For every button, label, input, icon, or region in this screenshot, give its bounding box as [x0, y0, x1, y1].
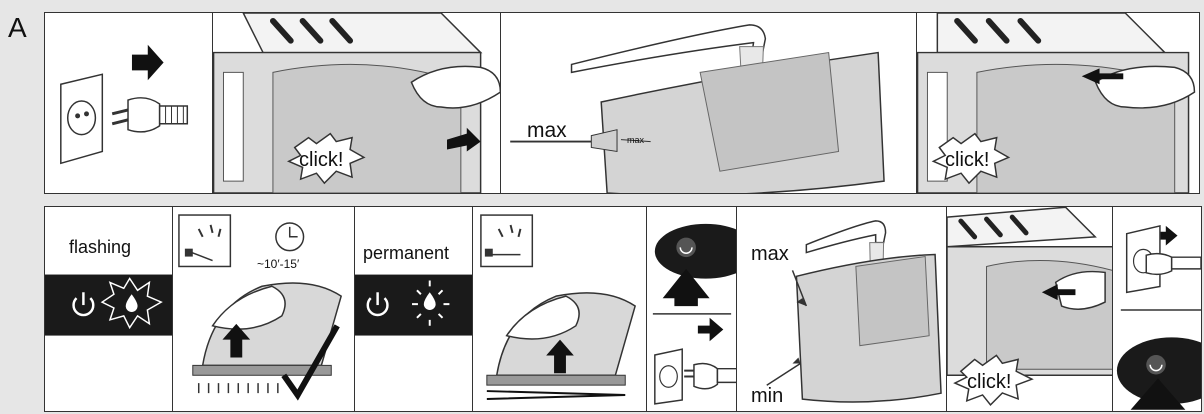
- socket-icon: [60, 73, 104, 165]
- hand-illustration: [1054, 270, 1106, 310]
- click-burst: [953, 354, 1034, 406]
- arrow-left-icon: [1041, 284, 1076, 301]
- step-fill-max-panel: max max: [500, 12, 918, 194]
- iron-cooling-panel: ~10′-15′: [172, 206, 356, 412]
- flashing-status-panel: flashing: [44, 206, 174, 412]
- reinsert-tank-panel: click!: [946, 206, 1114, 412]
- min-pointer: [766, 357, 801, 386]
- water-drop-icon: [412, 280, 450, 326]
- step-insert-tank-panel: click!: [916, 12, 1200, 194]
- arrow-up-icon: [222, 323, 251, 358]
- iron-steam-panel: [472, 206, 648, 412]
- power-button: [654, 223, 737, 279]
- step-remove-tank-panel: click!: [212, 12, 502, 194]
- permanent-status-panel: permanent: [354, 206, 474, 412]
- arrow-up-icon: [1130, 378, 1186, 410]
- max-pointer: [791, 270, 808, 307]
- arrow-left-icon: [1156, 225, 1178, 246]
- plug-icon: [1145, 252, 1201, 276]
- max-pointer: [510, 129, 651, 153]
- step-unplug-panel: [44, 12, 214, 194]
- click-label: click!: [967, 371, 1012, 393]
- power-icon: [72, 292, 95, 317]
- click-label: click!: [945, 149, 990, 171]
- tank-max-mark: max: [627, 135, 645, 145]
- steam-station-illustration: [213, 13, 501, 193]
- refill-tank-panel: max min: [736, 206, 948, 412]
- arrow-left-icon: [1081, 68, 1124, 85]
- gauge-icon: [178, 214, 232, 268]
- clock-icon: [275, 222, 305, 252]
- click-burst: [286, 132, 366, 185]
- water-tank: [600, 51, 885, 193]
- plug-in-power-panel: [1112, 206, 1202, 412]
- arrow-right-icon: [131, 44, 164, 81]
- water-drop-icon: [100, 277, 163, 330]
- check-icon: [281, 324, 340, 401]
- iron-icon: [486, 292, 636, 400]
- click-label: click!: [299, 149, 344, 171]
- arrow-up-icon: [662, 268, 710, 307]
- max-label: max: [751, 243, 789, 265]
- flashing-label: flashing: [69, 237, 132, 257]
- press-and-unplug-panel: [646, 206, 738, 412]
- plug-icon: [684, 362, 737, 390]
- min-label: min: [751, 385, 784, 407]
- power-button: [1116, 337, 1201, 404]
- iron-icon: [192, 282, 343, 394]
- power-icon: [366, 292, 389, 317]
- gauge-icon: [480, 214, 534, 268]
- arrow-right-icon: [697, 317, 724, 342]
- max-label: max: [527, 119, 567, 142]
- socket-icon: [1125, 224, 1161, 294]
- click-burst: [931, 132, 1011, 185]
- arrow-right-icon: [447, 127, 481, 152]
- section-label: A: [8, 12, 27, 43]
- arrow-up-icon: [546, 339, 574, 374]
- water-tank: [795, 253, 942, 403]
- cooling-time-label: ~10′-15′: [257, 257, 300, 271]
- permanent-label: permanent: [363, 243, 450, 263]
- socket-icon: [654, 348, 683, 405]
- plug-icon: [111, 97, 189, 133]
